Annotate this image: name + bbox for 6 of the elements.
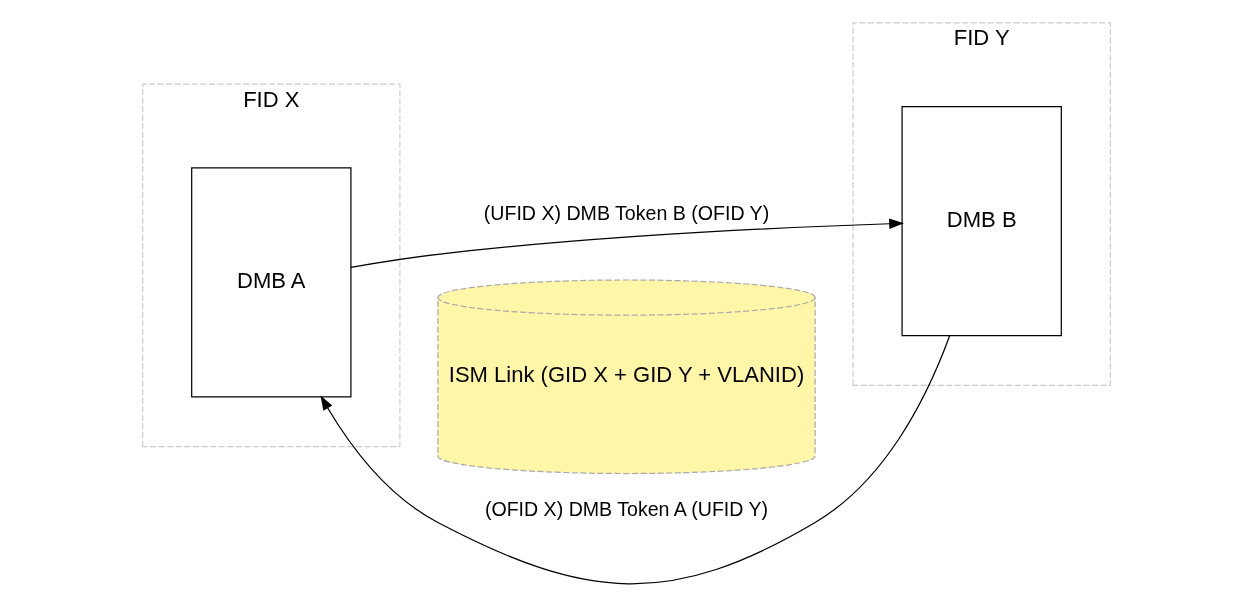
- node-box: DMB B: [900, 106, 1062, 337]
- arrow: [349, 218, 904, 268]
- node-box: DMB A: [190, 167, 352, 398]
- edge-label: (OFID X) DMB Token A (UFID Y): [484, 498, 768, 521]
- arrow: [319, 335, 950, 585]
- edge-label: (UFID X) DMB Token B (OFID Y): [483, 201, 769, 224]
